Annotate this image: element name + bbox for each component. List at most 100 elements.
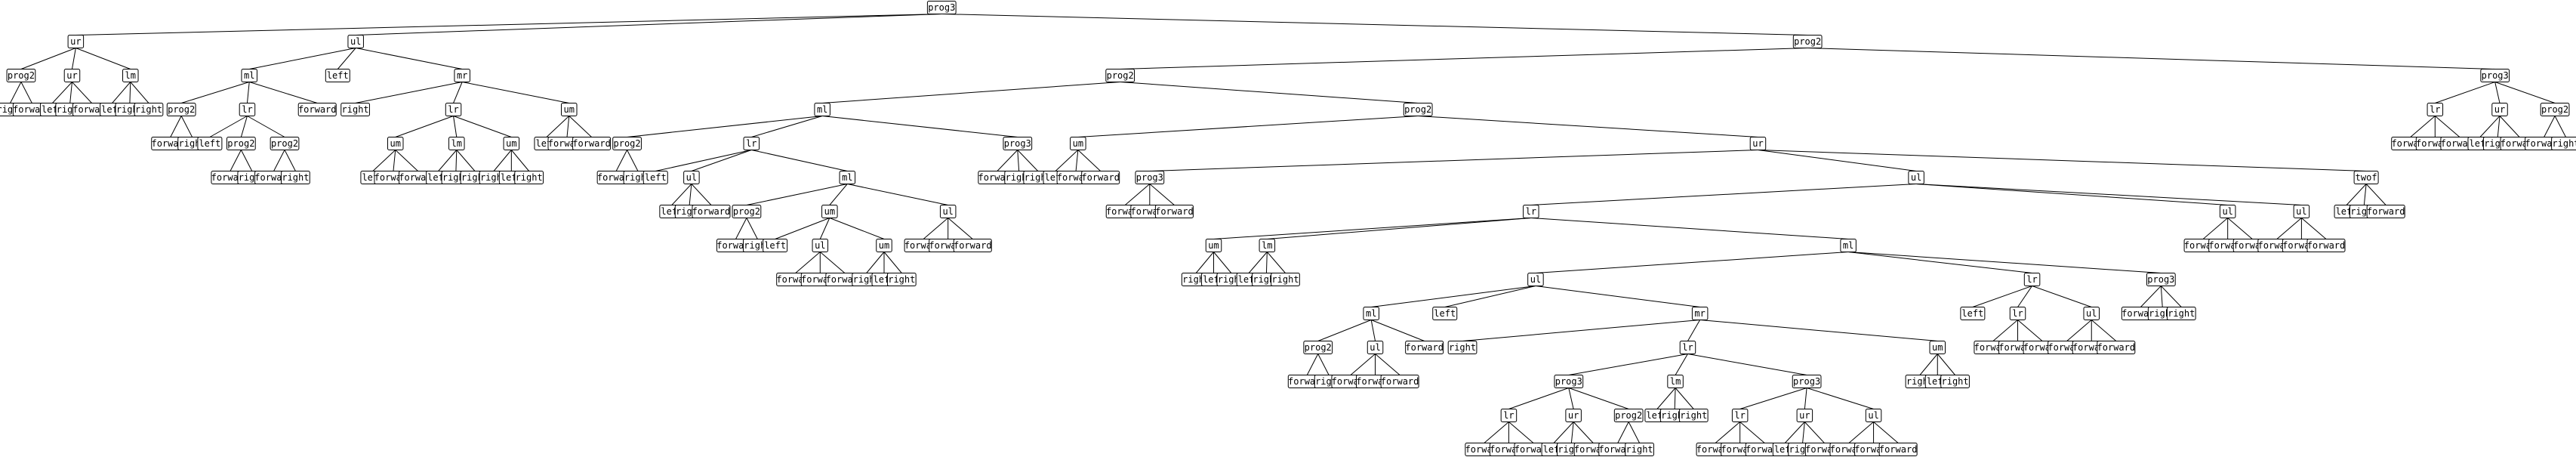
tree-node-label: ur (70, 36, 81, 47)
tree-node-box (2427, 103, 2444, 116)
tree-node-box (347, 35, 364, 48)
tree-edge (2160, 286, 2163, 307)
tree-node-label: prog3 (1004, 138, 1031, 149)
tree-edge (1553, 421, 1574, 443)
tree-edge (71, 48, 76, 69)
tree-node: ul (1367, 341, 1384, 354)
tree-node-label: um (879, 240, 889, 251)
tree-node-box (612, 137, 642, 150)
tree-node-label: right (1271, 274, 1299, 285)
tree-node-label: prog2 (614, 138, 641, 149)
tree-edge (1568, 354, 1688, 375)
tree-edge (1375, 354, 1400, 375)
tree-node: ul (939, 205, 957, 218)
tree-node-box (514, 171, 544, 184)
tree-edge (170, 116, 182, 137)
tree-node-label: lr (1734, 410, 1745, 421)
tree-edge (1739, 421, 1765, 443)
tree-edge (438, 150, 458, 171)
tree-edge (2091, 320, 2117, 341)
tree-edge (1992, 320, 2018, 341)
tree-edge (372, 150, 396, 171)
tree-node-label: prog2 (227, 138, 254, 149)
tree-node-box (886, 273, 917, 286)
tree-node: ul (1908, 171, 1924, 184)
tree-edge (356, 14, 942, 36)
tree-node-label: prog3 (2147, 274, 2174, 285)
tree-edge (566, 116, 570, 137)
tree-edge (1213, 218, 1531, 239)
tree-edge (1444, 286, 1536, 307)
tree-node: forward (572, 137, 612, 150)
tree-node: right (1447, 341, 1478, 354)
tree-node-box (1749, 137, 1767, 150)
tree-edge (1804, 421, 1825, 443)
tree-node: forward (2097, 341, 2136, 354)
tree-node-box (1792, 35, 1823, 48)
tree-edge (1675, 354, 1688, 375)
tree-node-box (2491, 103, 2508, 116)
tree-edge (795, 252, 821, 273)
tree-node-label: lr (448, 104, 458, 115)
tree-edge (655, 150, 752, 171)
tree-edge (1120, 82, 1419, 103)
tree-edge (1530, 218, 1849, 239)
tree-edge (627, 116, 823, 137)
tree-edge (735, 218, 747, 239)
tree-edge (1568, 388, 1574, 409)
tree-node: right (134, 103, 164, 116)
tree-node: ul (2293, 205, 2310, 218)
tree-node: lm (1259, 239, 1276, 252)
tree-edge (2227, 218, 2253, 239)
tree-node-label: um (564, 104, 575, 115)
tree-edge (1149, 150, 1758, 171)
tree-edge (1075, 150, 1079, 171)
tree-node: prog2 (1105, 69, 1135, 82)
tree-node: lr (2023, 273, 2041, 286)
tree-edge (1656, 388, 1676, 409)
tree-node-box (503, 137, 520, 150)
tree-edge (746, 184, 848, 205)
tree-node: um (1929, 341, 1946, 354)
tree-edge (1535, 286, 1700, 307)
tree-node-box (239, 103, 256, 116)
tree-edge (1266, 252, 1286, 273)
tree-node: ur (1749, 137, 1767, 150)
tree-edge (689, 184, 692, 205)
tree-node-box (1205, 239, 1222, 252)
tree-edge (923, 218, 949, 239)
tree-edge (997, 150, 1018, 171)
tree-edge (1317, 320, 1372, 341)
tree-node-label: prog2 (271, 138, 298, 149)
tree-node: prog3 (2480, 69, 2510, 82)
tree-edge (1535, 252, 1849, 273)
tree-node: right (514, 171, 544, 184)
tree-node-label: ml (817, 104, 827, 115)
tree-node: lr (1731, 409, 1749, 422)
tree-node-box (692, 205, 731, 218)
tree-node-box (1135, 171, 1165, 184)
tree-node: um (1205, 239, 1222, 252)
tree-node: lr (239, 103, 256, 116)
tree-edge (751, 150, 848, 171)
tree-node-box (1691, 307, 1709, 320)
tree-edge (1462, 320, 1700, 341)
tree-node-box (1878, 443, 1918, 456)
tree-node: ul (812, 239, 829, 252)
tree-edge (819, 252, 846, 273)
tree-node-label: right (888, 274, 915, 285)
tree-node: prog3 (2146, 273, 2176, 286)
tree-edge (1265, 252, 1268, 273)
tree-node-box (2540, 103, 2570, 116)
tree-edge (2410, 116, 2436, 137)
tree-node-label: prog3 (1793, 376, 1820, 387)
tree-node-box (763, 239, 788, 252)
tree-node-box (445, 103, 462, 116)
tree-node-label: um (506, 138, 516, 149)
tree-node-box (1405, 341, 1444, 354)
tree-node-box (1667, 375, 1684, 388)
tree-node: forward (1405, 341, 1444, 354)
tree-node-label: ml (842, 172, 852, 183)
tree-edge (72, 82, 92, 103)
